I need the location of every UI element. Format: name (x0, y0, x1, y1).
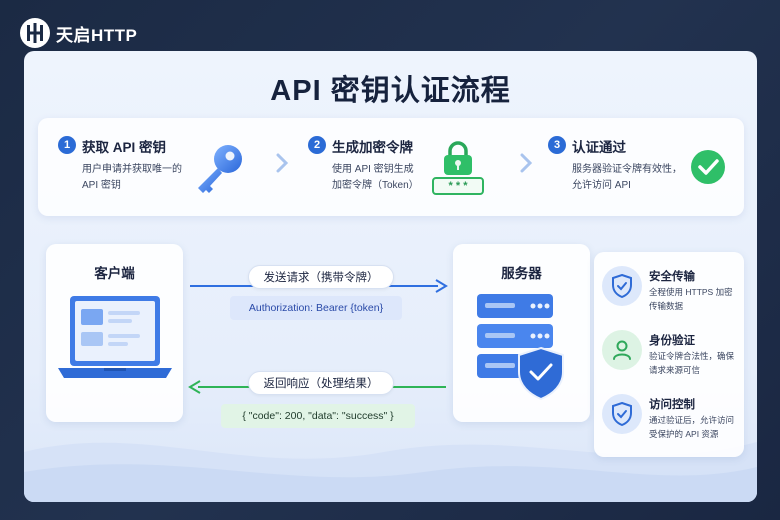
token-lock-icon: * * * (432, 140, 484, 196)
shield-check-icon (602, 394, 642, 434)
server-icon (477, 294, 564, 401)
chevron-right-icon (276, 153, 289, 173)
shield-check-icon (602, 266, 642, 306)
feature-description: 全程使用 HTTPS 加密 传输数据 (649, 285, 733, 313)
key-icon (198, 145, 242, 193)
response-label: 返回响应（处理结果） (248, 371, 394, 395)
server-panel: 服务器 (453, 244, 590, 422)
server-label: 服务器 (501, 266, 542, 281)
features-panel: 安全传输 全程使用 HTTPS 加密 传输数据 身份验证 验证令牌合法性，确保 … (594, 252, 744, 457)
step-description-line: 加密令牌（Token） (332, 180, 419, 191)
step-title: 认证通过 (572, 140, 626, 155)
step-description-line: API 密钥 (82, 180, 121, 191)
step-number: 2 (308, 136, 326, 154)
brand-logo-icon (20, 18, 50, 48)
feature-description-line: 验证令牌合法性，确保 (649, 351, 735, 361)
step-description-line: 用户申请并获取唯一的 (82, 164, 182, 175)
brand-name: 天启HTTP (56, 25, 138, 45)
feature-description: 通过验证后，允许访问 受保护的 API 资源 (649, 413, 734, 441)
brand-logo: 天启HTTP (20, 18, 137, 48)
chevron-right-icon (520, 153, 533, 173)
token-mask: * * * (432, 177, 484, 195)
steps-panel: 1 获取 API 密钥 用户申请并获取唯一的 API 密钥 2 生成加密令牌 使… (38, 118, 744, 216)
step-title: 获取 API 密钥 (82, 140, 167, 155)
feature-access-control: 访问控制 通过验证后，允许访问 受保护的 API 资源 (602, 388, 742, 448)
step-title: 生成加密令牌 (332, 140, 413, 155)
step-description: 用户申请并获取唯一的 API 密钥 (82, 162, 182, 194)
feature-description-line: 请求来源可信 (649, 365, 701, 375)
user-icon (602, 330, 642, 370)
client-panel: 客户端 (46, 244, 183, 422)
request-label: 发送请求（携带令牌） (248, 265, 394, 289)
step-description-line: 服务器验证令牌有效性， (572, 164, 682, 175)
feature-identity-verification: 身份验证 验证令牌合法性，确保 请求来源可信 (602, 324, 742, 384)
feature-title: 安全传输 (649, 271, 695, 283)
lock-icon (444, 141, 472, 175)
step-description-line: 使用 API 密钥生成 (332, 164, 414, 175)
feature-title: 访问控制 (649, 399, 695, 411)
client-label: 客户端 (94, 266, 135, 281)
feature-description-line: 受保护的 API 资源 (649, 429, 719, 439)
step-description: 使用 API 密钥生成 加密令牌（Token） (332, 162, 419, 194)
step-description-line: 允许访问 API (572, 180, 631, 191)
step-number: 3 (548, 136, 566, 154)
check-circle-icon (691, 150, 725, 184)
feature-title: 身份验证 (649, 335, 695, 347)
feature-description-line: 全程使用 HTTPS 加密 (649, 287, 733, 297)
feature-description-line: 传输数据 (649, 301, 684, 311)
step-description: 服务器验证令牌有效性， 允许访问 API (572, 162, 682, 194)
page-title: API 密钥认证流程 (270, 75, 511, 107)
request-header: Authorization: Bearer {token} (230, 296, 402, 320)
laptop-icon (58, 296, 172, 378)
feature-secure-transfer: 安全传输 全程使用 HTTPS 加密 传输数据 (602, 260, 742, 320)
feature-description-line: 通过验证后，允许访问 (649, 415, 735, 425)
main-card: API 密钥认证流程 1 获取 API 密钥 用户申请并获取唯一的 API 密钥… (24, 51, 757, 502)
feature-description: 验证令牌合法性，确保 请求来源可信 (649, 349, 734, 377)
background-wave (24, 442, 757, 502)
response-body: { "code": 200, "data": "success" } (221, 404, 415, 428)
step-number: 1 (58, 136, 76, 154)
